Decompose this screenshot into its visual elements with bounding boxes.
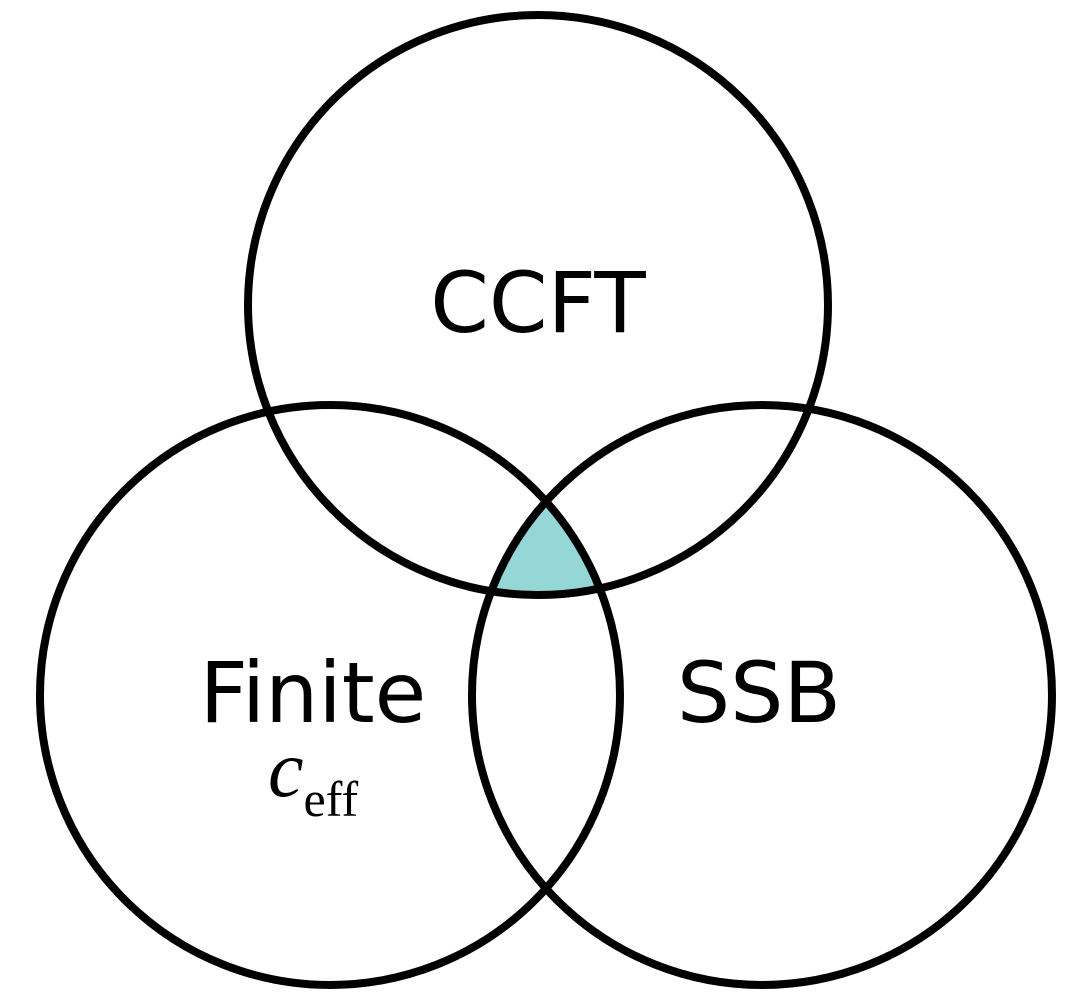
ccft-circle xyxy=(244,11,832,599)
ceff-main: c xyxy=(268,726,304,814)
ccft-label: CCFT xyxy=(430,254,646,352)
finite-label: Finite xyxy=(200,644,427,742)
finite-ceff-circle xyxy=(36,401,624,989)
ssb-label: SSB xyxy=(677,644,841,742)
ceff-subscript: eff xyxy=(304,771,359,827)
ceff-label: ceff xyxy=(268,726,358,827)
ssb-circle xyxy=(468,401,1056,989)
